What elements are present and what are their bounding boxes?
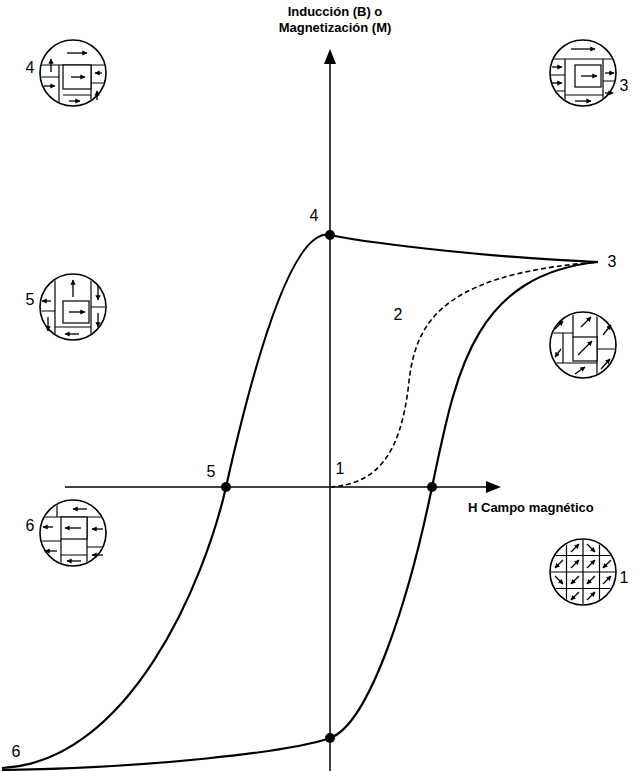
- callout-number: 3: [608, 252, 617, 271]
- callout-number: 4: [26, 58, 35, 77]
- axis-label: Inducción (B) o Magnetización (M): [265, 4, 405, 35]
- initial-magnetization-curve: [330, 262, 598, 487]
- callout-number: 5: [26, 290, 35, 309]
- axis-arrowhead: [486, 481, 501, 493]
- domain-circle: [550, 40, 616, 106]
- callout-number: 1: [620, 568, 629, 587]
- callout-number: 1: [336, 459, 345, 478]
- callout-number: 2: [394, 305, 403, 324]
- axes: [65, 62, 488, 771]
- domain-circle: [40, 500, 106, 566]
- callout-number: 6: [12, 742, 21, 761]
- callout-number: 4: [310, 206, 319, 225]
- domain-circle: [550, 312, 616, 378]
- hysteresis-loop: [2, 235, 598, 770]
- callout-number: 6: [26, 516, 35, 535]
- domain-circle: [40, 274, 106, 340]
- domain-circle: [550, 539, 616, 605]
- callout-number: 3: [620, 76, 629, 95]
- domain-circle: [40, 40, 106, 106]
- curve-points: [221, 230, 437, 743]
- axis-arrowhead: [324, 49, 336, 64]
- axis-label: H Campo magnético: [468, 500, 594, 516]
- callout-number: 5: [207, 462, 216, 481]
